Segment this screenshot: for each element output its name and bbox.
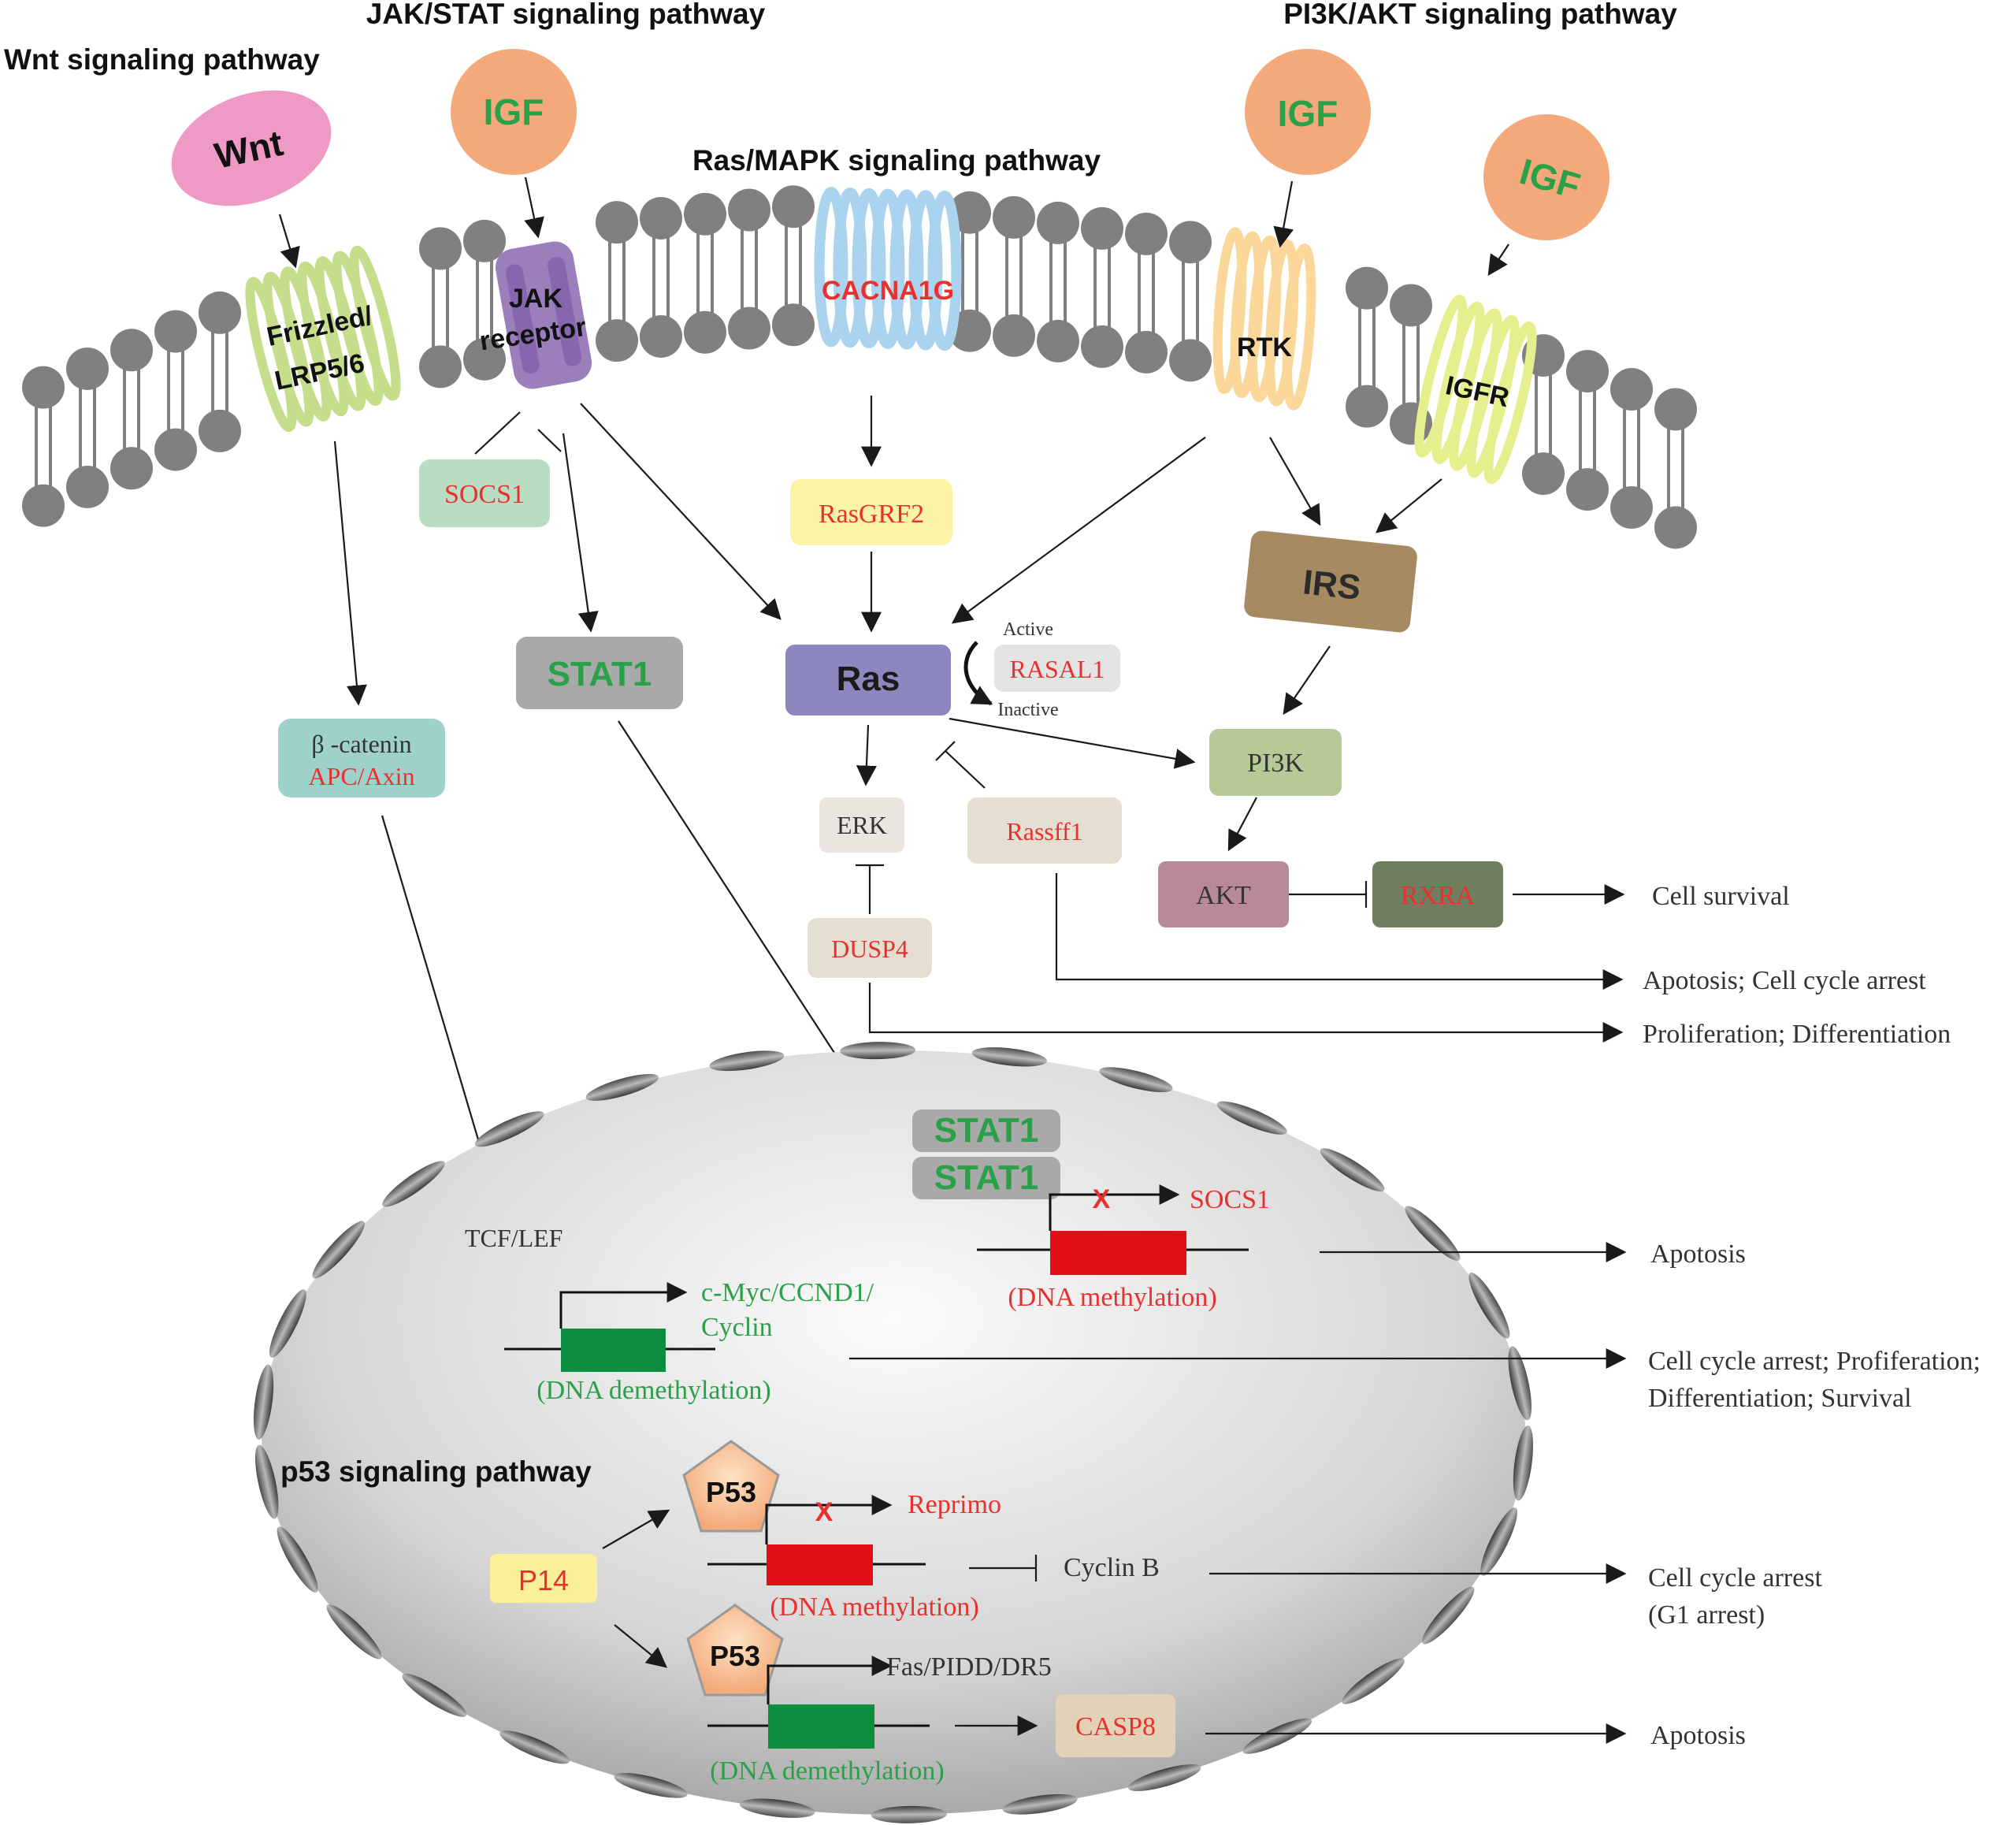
igf-ligand-igfr: IGF (1483, 114, 1609, 240)
igf-ligand-jak: IGF (451, 49, 577, 175)
rtk-receptor: RTK (1212, 227, 1316, 411)
p53-upper-label: P53 (706, 1476, 756, 1508)
wnt-ligand: Wnt (171, 90, 332, 206)
reprimo-gene: X Reprimo (DNA methylation) (707, 1490, 1001, 1622)
dusp4-label: DUSP4 (831, 935, 908, 963)
dna-methylation-2: (DNA methylation) (770, 1593, 978, 1622)
igf-rtk-label: IGF (1278, 93, 1338, 134)
cmyc-label-2: Cyclin (701, 1313, 773, 1342)
pi3k-box: PI3K (1209, 729, 1342, 796)
socs1-gene-label: SOCS1 (1190, 1185, 1270, 1214)
casp8-box: CASP8 (1056, 1694, 1175, 1757)
dna-demethylation-1: (DNA demethylation) (536, 1376, 770, 1405)
outcome-apoptosis-1: Apotosis (1650, 1240, 1746, 1269)
fas-label: Fas/PIDD/DR5 (886, 1652, 1052, 1682)
stat1-dimer: STAT1 STAT1 (912, 1109, 1060, 1199)
x-mark-reprimo: X (815, 1497, 834, 1527)
active-label: Active (1003, 619, 1053, 640)
fas-gene: Fas/PIDD/DR5 (DNA demethylation) (707, 1652, 1052, 1786)
stat1-box: STAT1 (516, 637, 683, 709)
akt-box: AKT (1158, 861, 1289, 927)
cmyc-gene: c-Myc/CCND1/ Cyclin (DNA demethylation) (504, 1278, 874, 1405)
casp8-label: CASP8 (1075, 1712, 1156, 1741)
outcome-cycle-2: Differentiation; Survival (1648, 1384, 1912, 1413)
stat1-dimer-b-label: STAT1 (934, 1158, 1039, 1197)
erk-label: ERK (837, 811, 887, 839)
stat1-dimer-a-label: STAT1 (934, 1111, 1039, 1150)
igfr-receptor: IGFR (1414, 295, 1537, 485)
rassff1-label: Rassff1 (1006, 817, 1082, 846)
title-pi3k-akt: PI3K/AKT signaling pathway (1283, 0, 1677, 30)
outcome-apoptosis-arrest: Apotosis; Cell cycle arrest (1643, 966, 1926, 995)
rasgrf2-label: RasGRF2 (819, 500, 924, 529)
reprimo-label: Reprimo (908, 1490, 1001, 1519)
title-ras-mapk: Ras/MAPK signaling pathway (692, 144, 1101, 177)
outcome-g1-1: Cell cycle arrest (1648, 1563, 1822, 1593)
irs-box: IRS (1244, 530, 1417, 633)
ras-inactivation-arrow (963, 641, 993, 706)
dna-methylation-1: (DNA methylation) (1008, 1283, 1216, 1312)
ras-label: Ras (837, 660, 900, 698)
cacna1g-label: CACNA1G (822, 276, 954, 306)
rxra-label: RXRA (1401, 881, 1476, 910)
p53-upper: P53 (682, 1440, 780, 1533)
rasgrf2-box: RasGRF2 (790, 479, 952, 545)
igf-jak-label: IGF (484, 91, 544, 132)
cmyc-label-1: c-Myc/CCND1/ (701, 1278, 874, 1307)
outcome-cell-survival: Cell survival (1652, 882, 1790, 911)
cyclin-b-inhibition (969, 1555, 1038, 1582)
socs1-gene: X SOCS1 (DNA methylation) (977, 1184, 1270, 1312)
title-wnt: Wnt signaling pathway (4, 43, 320, 76)
rasal1-label: RASAL1 (1010, 655, 1105, 683)
nucleus (253, 1042, 1534, 1823)
stat1-label: STAT1 (548, 655, 652, 693)
ras-box: Ras (785, 645, 951, 716)
pi3k-label: PI3K (1247, 749, 1304, 778)
nuclear-pores (253, 1042, 1534, 1823)
x-mark-socs1: X (1093, 1184, 1111, 1214)
outcome-proliferation: Proliferation; Differentiation (1643, 1020, 1951, 1049)
jak-receptor: JAK receptor (477, 241, 592, 389)
cyclin-b-label: Cyclin B (1064, 1553, 1160, 1582)
akt-label: AKT (1196, 881, 1251, 910)
irs-label: IRS (1301, 563, 1362, 607)
socs1-box: SOCS1 (419, 459, 550, 527)
p14-box: P14 (490, 1554, 597, 1603)
dusp4-box: DUSP4 (808, 918, 932, 978)
erk-box: ERK (819, 797, 904, 853)
outcome-g1-2: (G1 arrest) (1648, 1600, 1765, 1630)
beta-catenin-box: β -catenin APC/Axin (278, 719, 445, 797)
jak-label-1: JAK (509, 284, 562, 314)
p14-arrows (602, 1509, 670, 1668)
outcome-cycle-1: Cell cycle arrest; Profiferation; (1648, 1347, 1981, 1376)
cacna1g-channel: CACNA1G (814, 187, 962, 351)
cell-membrane (22, 185, 1697, 549)
p53-lower: P53 (686, 1604, 784, 1697)
tcf-lef-label: TCF/LEF (465, 1224, 562, 1252)
title-jak-stat: JAK/STAT signaling pathway (366, 0, 766, 30)
title-p53: p53 signaling pathway (280, 1455, 592, 1488)
rasal1-box: RASAL1 (994, 645, 1120, 692)
outcome-apoptosis-2: Apotosis (1650, 1721, 1746, 1750)
igf-ligand-rtk: IGF (1245, 49, 1371, 175)
beta-catenin-label: β -catenin (311, 730, 411, 758)
rassff1-box: Rassff1 (967, 797, 1122, 864)
socs1-label: SOCS1 (444, 480, 525, 509)
apc-axin-label: APC/Axin (308, 762, 414, 790)
p53-lower-label: P53 (710, 1640, 760, 1672)
inactive-label: Inactive (997, 700, 1058, 720)
frizzled-receptor: Frizzled/ LRP5/6 (245, 245, 401, 433)
dna-demethylation-2: (DNA demethylation) (710, 1756, 944, 1786)
rxra-box: RXRA (1372, 861, 1503, 927)
p14-label: P14 (518, 1564, 569, 1596)
rtk-label: RTK (1237, 333, 1292, 362)
